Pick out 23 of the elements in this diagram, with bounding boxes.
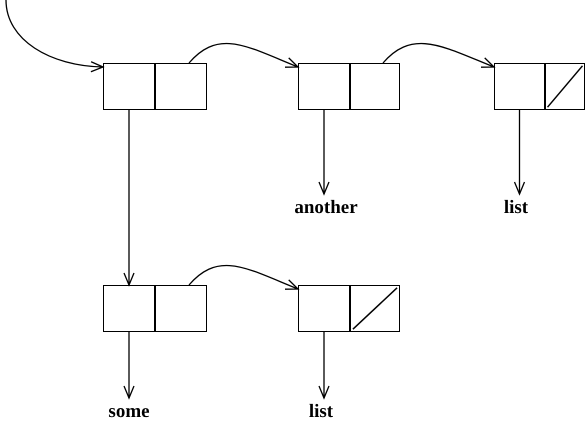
cons-cell-half [155,285,207,332]
arrow [188,264,299,290]
arrow [318,332,330,399]
arrow [318,110,330,195]
arrow [188,42,299,68]
cons-cell-half [103,285,155,332]
cons-cell-half [103,63,155,110]
word-label: another [283,194,369,220]
word-label: some [98,398,160,424]
cons-cell-half [350,63,400,110]
word-label: list [301,398,341,424]
cons-cell-half [298,285,350,332]
arrow [382,42,495,68]
arrow [123,332,135,399]
nil-cell [545,63,585,110]
cons-cell-half [155,63,207,110]
arrow [123,110,135,286]
nil-cell [350,285,400,332]
word-label: list [496,194,536,220]
cons-cell-half [298,63,350,110]
cons-cell-half [494,63,545,110]
arrow [5,0,104,72]
arrow [514,110,526,195]
